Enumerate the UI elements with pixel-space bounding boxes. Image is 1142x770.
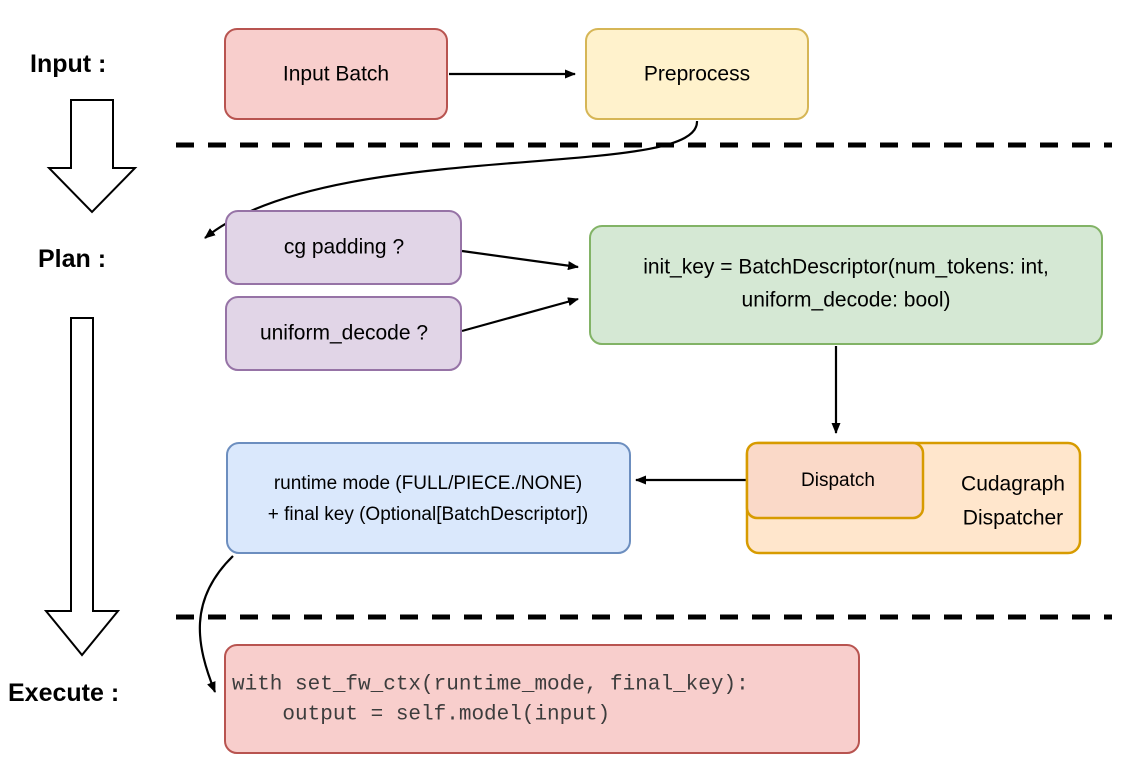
node-input-batch-label: Input Batch: [283, 63, 389, 86]
node-dispatch[interactable]: Dispatch: [745, 441, 925, 520]
stage-arrow-plan-to-execute-icon: [43, 317, 121, 657]
stage-label-plan: Plan :: [38, 245, 106, 273]
edge-uniform-decode-to-init-key: [461, 297, 579, 333]
node-preprocess-box[interactable]: [585, 28, 809, 120]
node-runtime-mode-box[interactable]: [226, 442, 631, 554]
swimlane-dividers: [176, 142, 1112, 620]
node-input-batch[interactable]: Input Batch: [224, 28, 448, 120]
node-cg-padding-label: cg padding ?: [284, 236, 404, 259]
node-cudagraph-dispatcher-label-line-2: Dispatcher: [963, 507, 1063, 530]
edge-cg-padding-to-init-key: [461, 249, 579, 271]
node-cudagraph-dispatcher-label-line-1: Cudagraph: [961, 473, 1065, 496]
node-init-key-label-line-2: uniform_decode: bool): [742, 289, 951, 312]
node-execute-code-box[interactable]: [224, 644, 860, 754]
stage-block-arrows: [43, 99, 138, 657]
node-runtime-mode[interactable]: runtime mode (FULL/PIECE./NONE) + final …: [226, 442, 631, 554]
node-input-batch-box[interactable]: [224, 28, 448, 120]
stage-arrow-input-to-plan-icon: [46, 99, 138, 214]
node-execute-code-line-2: output = self.model(input): [232, 704, 610, 727]
connector-edges: [198, 69, 841, 693]
node-dispatch-box[interactable]: [745, 441, 925, 520]
node-cg-padding-box[interactable]: [225, 210, 462, 285]
node-uniform-decode-label: uniform_decode ?: [260, 322, 428, 345]
stage-label-input: Input :: [30, 50, 106, 78]
node-uniform-decode-box[interactable]: [225, 296, 462, 371]
node-init-key-box[interactable]: [589, 225, 1103, 345]
node-execute-code-line-1: with set_fw_ctx(runtime_mode, final_key)…: [232, 674, 749, 697]
node-cg-padding[interactable]: cg padding ?: [225, 210, 462, 285]
edge-runtime-mode-to-execute-code: [198, 555, 234, 693]
node-init-key[interactable]: init_key = BatchDescriptor(num_tokens: i…: [589, 225, 1103, 345]
node-init-key-label-line-1: init_key = BatchDescriptor(num_tokens: i…: [643, 256, 1049, 279]
node-runtime-mode-label-line-2: + final key (Optional[BatchDescriptor]): [268, 504, 589, 525]
stage-label-execute: Execute :: [8, 679, 119, 707]
edge-preprocess-to-cg-padding: [204, 120, 699, 239]
node-preprocess-label: Preprocess: [644, 63, 750, 86]
node-preprocess[interactable]: Preprocess: [585, 28, 809, 120]
node-dispatch-label: Dispatch: [801, 470, 875, 491]
stage-labels: Input : Plan : Execute :: [8, 50, 119, 707]
node-uniform-decode[interactable]: uniform_decode ?: [225, 296, 462, 371]
node-execute-code[interactable]: with set_fw_ctx(runtime_mode, final_key)…: [224, 644, 860, 754]
node-runtime-mode-label-line-1: runtime mode (FULL/PIECE./NONE): [274, 473, 582, 494]
